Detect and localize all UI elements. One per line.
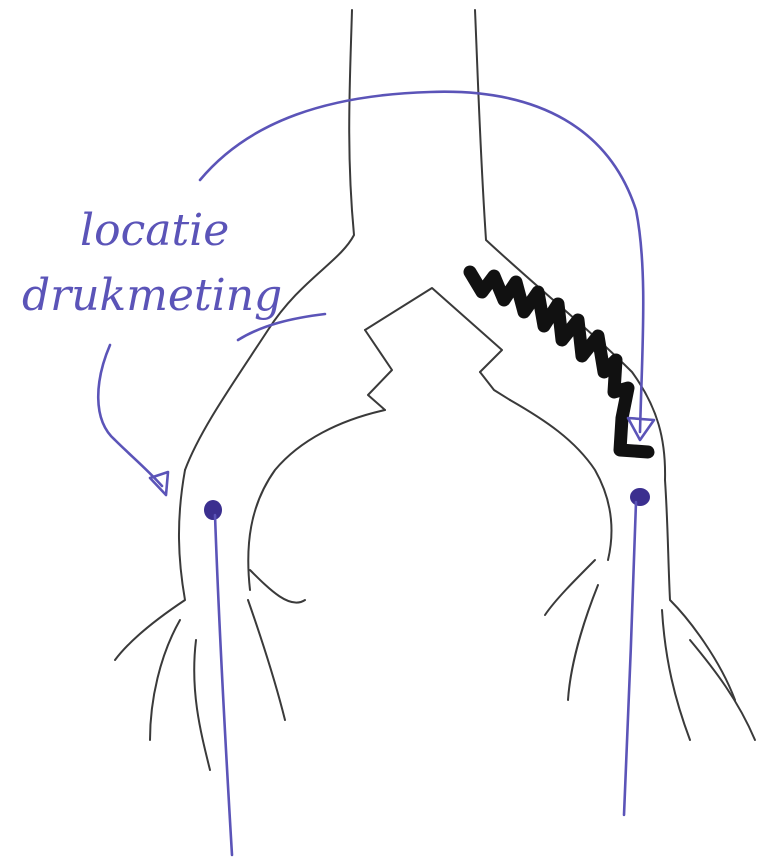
- left-pressure-dot: [204, 500, 222, 520]
- right-iliac-outer-wall: [665, 480, 735, 700]
- right-internal-branch-lower: [568, 585, 598, 700]
- right-catheter-line: [624, 502, 636, 815]
- left-internal-branch-lower: [248, 600, 285, 720]
- right-iliac-inner-wall: [510, 400, 612, 560]
- left-iliac-inner-wall: [248, 410, 385, 590]
- hook-arrow: [98, 345, 162, 486]
- right-pressure-dot: [630, 488, 650, 506]
- left-internal-branch: [250, 570, 305, 603]
- aorta-right-wall: [475, 10, 665, 480]
- label-line-1: locatie: [80, 205, 229, 256]
- left-external-branch-inner: [194, 640, 210, 770]
- left-catheter-line: [215, 515, 232, 855]
- right-external-branch: [662, 610, 690, 740]
- vessel-outlines: [115, 10, 755, 770]
- right-internal-branch: [545, 560, 595, 615]
- arc-arrow: [200, 92, 643, 432]
- left-external-branch: [150, 620, 180, 740]
- right-external-branch-outer: [690, 640, 755, 740]
- stenosis-mark: [470, 272, 648, 452]
- annotation-label: locatie drukmeting: [22, 205, 282, 321]
- label-line-2: drukmeting: [22, 270, 282, 321]
- carina-right-step: [480, 372, 510, 400]
- carina-left-step: [365, 330, 392, 410]
